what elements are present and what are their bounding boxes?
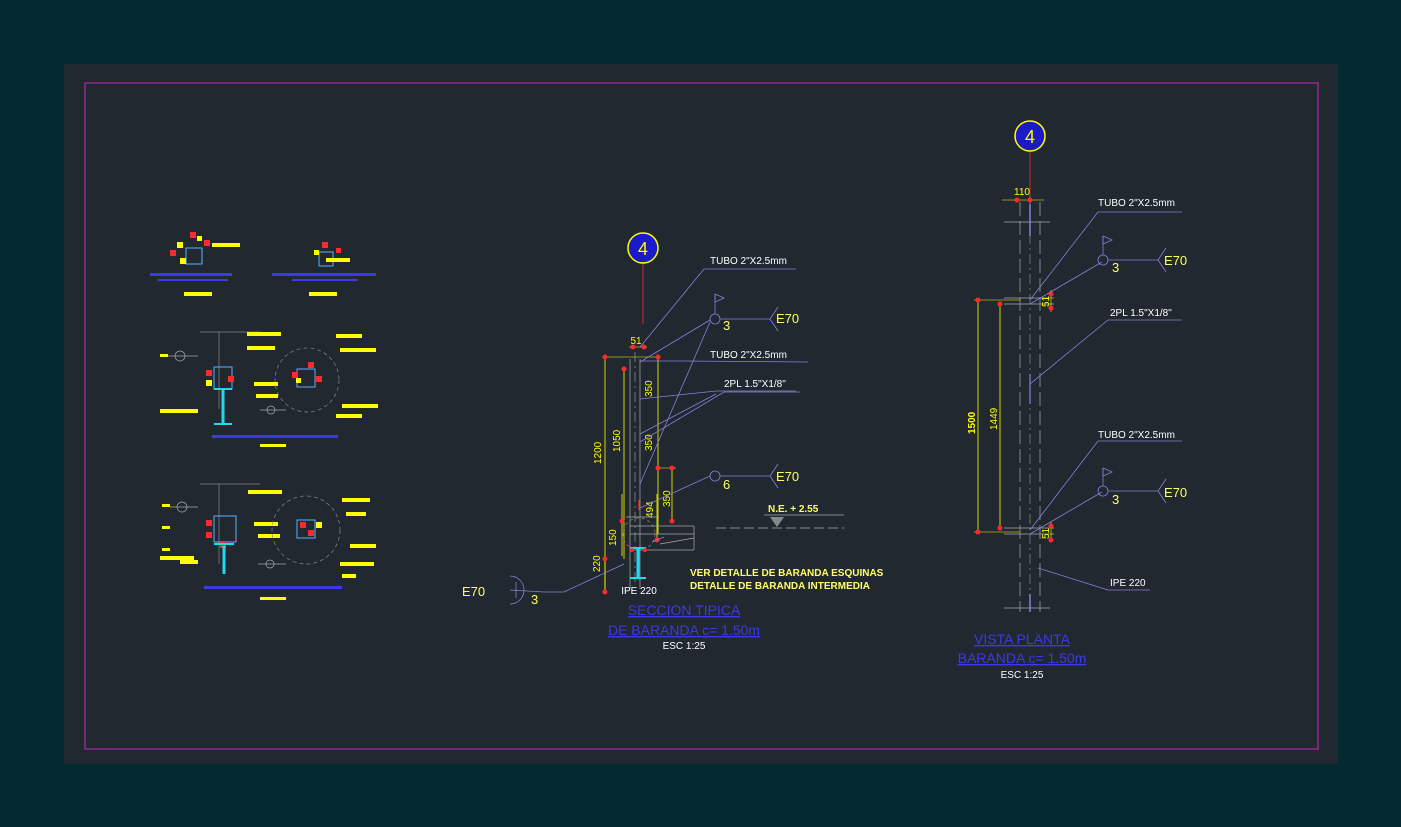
plan-leaders	[1029, 211, 1182, 591]
weld-size-lower: 6	[723, 477, 730, 492]
weld-size-upper: 3	[723, 318, 730, 333]
plan-marker-number: 4	[1025, 127, 1035, 147]
dim-350-top: 350	[644, 380, 655, 397]
weld-symbol-icon	[1097, 467, 1167, 504]
plan-view: 4	[958, 120, 1187, 681]
note-esquinas: VER DETALLE DE BARANDA ESQUINAS	[690, 568, 884, 579]
drawing-frame	[84, 82, 1319, 750]
section-scale: ESC 1:25	[663, 641, 706, 652]
dim-51: 51	[630, 336, 642, 347]
dim-350-low: 350	[662, 490, 673, 507]
plan-dim-1449: 1449	[989, 407, 1000, 430]
weld-symbol-icon	[509, 575, 545, 605]
plan-dimensions	[974, 197, 1054, 543]
section-marker-icon: 4	[627, 232, 659, 324]
label-tubo-top: TUBO 2"X2.5mm	[710, 256, 787, 267]
weld-e70-lower: E70	[776, 469, 799, 484]
dim-150: 150	[608, 529, 619, 546]
plan-label-plate: 2PL 1.5"X1/8"	[1110, 308, 1172, 319]
dim-1050: 1050	[612, 429, 623, 452]
level-text: N.E. + 2.55	[768, 504, 819, 515]
weld-e70-left: E70	[462, 584, 485, 599]
plan-dim-1500: 1500	[967, 411, 978, 434]
dim-350-mid: 350	[644, 434, 655, 451]
drawing-sheet[interactable]: 4	[64, 64, 1338, 764]
plan-title-line1: VISTA PLANTA	[974, 631, 1071, 647]
cad-drawing: 4	[84, 82, 1319, 750]
plan-dim-110: 110	[1014, 187, 1030, 198]
mini-detail-corner	[150, 232, 240, 296]
dim-1200: 1200	[593, 441, 604, 464]
section-marker-icon: 4	[1014, 120, 1046, 194]
label-tubo-mid: TUBO 2"X2.5mm	[710, 350, 787, 361]
section-view: 4	[462, 232, 884, 652]
plan-dim-51-top: 51	[1041, 295, 1052, 307]
weld-symbol-icon	[1097, 235, 1167, 273]
section-title-line1: SECCION TIPICA	[628, 602, 741, 618]
detail-intermediate-section	[160, 483, 376, 600]
note-intermedia: DETALLE DE BARANDA INTERMEDIA	[690, 581, 870, 592]
weld-size-left: 3	[531, 592, 538, 607]
mini-detail-intermediate	[272, 242, 376, 296]
section-marker-number: 4	[638, 239, 648, 259]
plan-scale: ESC 1:25	[1001, 670, 1044, 681]
section-leaders	[544, 268, 809, 593]
detail-corner-section	[160, 331, 378, 447]
weld-e70-upper: E70	[776, 311, 799, 326]
weld-symbol-icon	[709, 293, 779, 332]
dim-220: 220	[592, 555, 603, 572]
weld-symbol-icon	[709, 463, 779, 489]
plan-title-line2: BARANDA c= 1.50m	[958, 650, 1087, 666]
dim-494: 494	[645, 501, 656, 518]
plan-label-tubo-top: TUBO 2"X2.5mm	[1098, 198, 1175, 209]
level-mark	[716, 514, 844, 529]
left-detail-thumbnails	[150, 232, 378, 600]
plan-weld-size-upper: 3	[1112, 260, 1119, 275]
plan-weld-e70-lower: E70	[1164, 485, 1187, 500]
label-plate: 2PL 1.5"X1/8"	[724, 379, 786, 390]
plan-label-tubo-bottom: TUBO 2"X2.5mm	[1098, 430, 1175, 441]
level-triangle-icon	[770, 517, 784, 527]
plan-weld-size-lower: 3	[1112, 492, 1119, 507]
plan-dim-51-bottom: 51	[1041, 527, 1052, 539]
label-ipe-section: IPE 220	[621, 586, 657, 597]
section-base	[622, 516, 695, 579]
section-title-line2: DE BARANDA c= 1.50m	[608, 622, 760, 638]
plan-weld-e70-upper: E70	[1164, 253, 1187, 268]
plan-label-ipe: IPE 220	[1110, 578, 1146, 589]
